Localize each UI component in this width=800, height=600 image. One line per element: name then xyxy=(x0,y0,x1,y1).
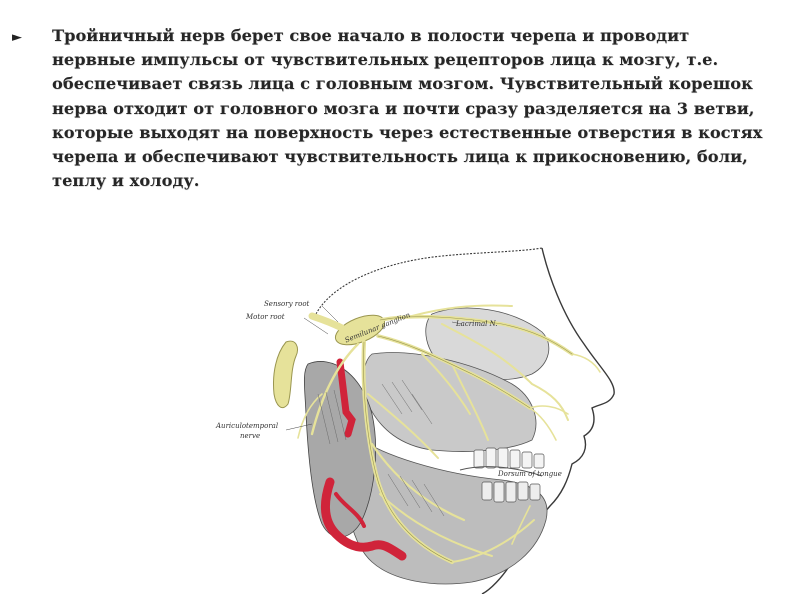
bullet-arrow-icon: ► xyxy=(12,30,22,45)
maxillary-artery xyxy=(336,358,356,438)
label-auriculotemporal: Auriculotemporal xyxy=(215,422,278,430)
leader-lines xyxy=(285,305,463,431)
label-dorsum-tongue: Dorsum of tongue xyxy=(497,470,562,478)
label-lacrimal: Lacrimal N. xyxy=(455,320,498,328)
ear-structure xyxy=(273,340,299,409)
paragraph-text: Тройничный нерв берет свое начало в поло… xyxy=(52,26,763,191)
facial-artery-branch xyxy=(334,492,366,528)
anatomy-drawing: Sensory root Motor root Auriculotemporal… xyxy=(215,247,615,594)
skull-top-outline xyxy=(315,247,543,315)
upper-teeth xyxy=(473,447,545,469)
nerve-outlines xyxy=(363,316,573,563)
external-carotid-artery xyxy=(321,477,407,561)
trigeminal-nerve-illustration: Sensory root Motor root Auriculotemporal… xyxy=(212,244,652,594)
text-block: ► Тройничный нерв берет свое начало в по… xyxy=(12,24,788,193)
engraving-hatching xyxy=(317,379,445,517)
label-motor-root: Motor root xyxy=(245,313,285,321)
sensory-root-nerve xyxy=(308,312,346,332)
tongue-dorsum xyxy=(459,466,543,477)
label-auriculotemporal-nerve: nerve xyxy=(240,432,260,440)
lower-teeth xyxy=(481,481,541,503)
label-sensory-root: Sensory root xyxy=(264,300,310,308)
